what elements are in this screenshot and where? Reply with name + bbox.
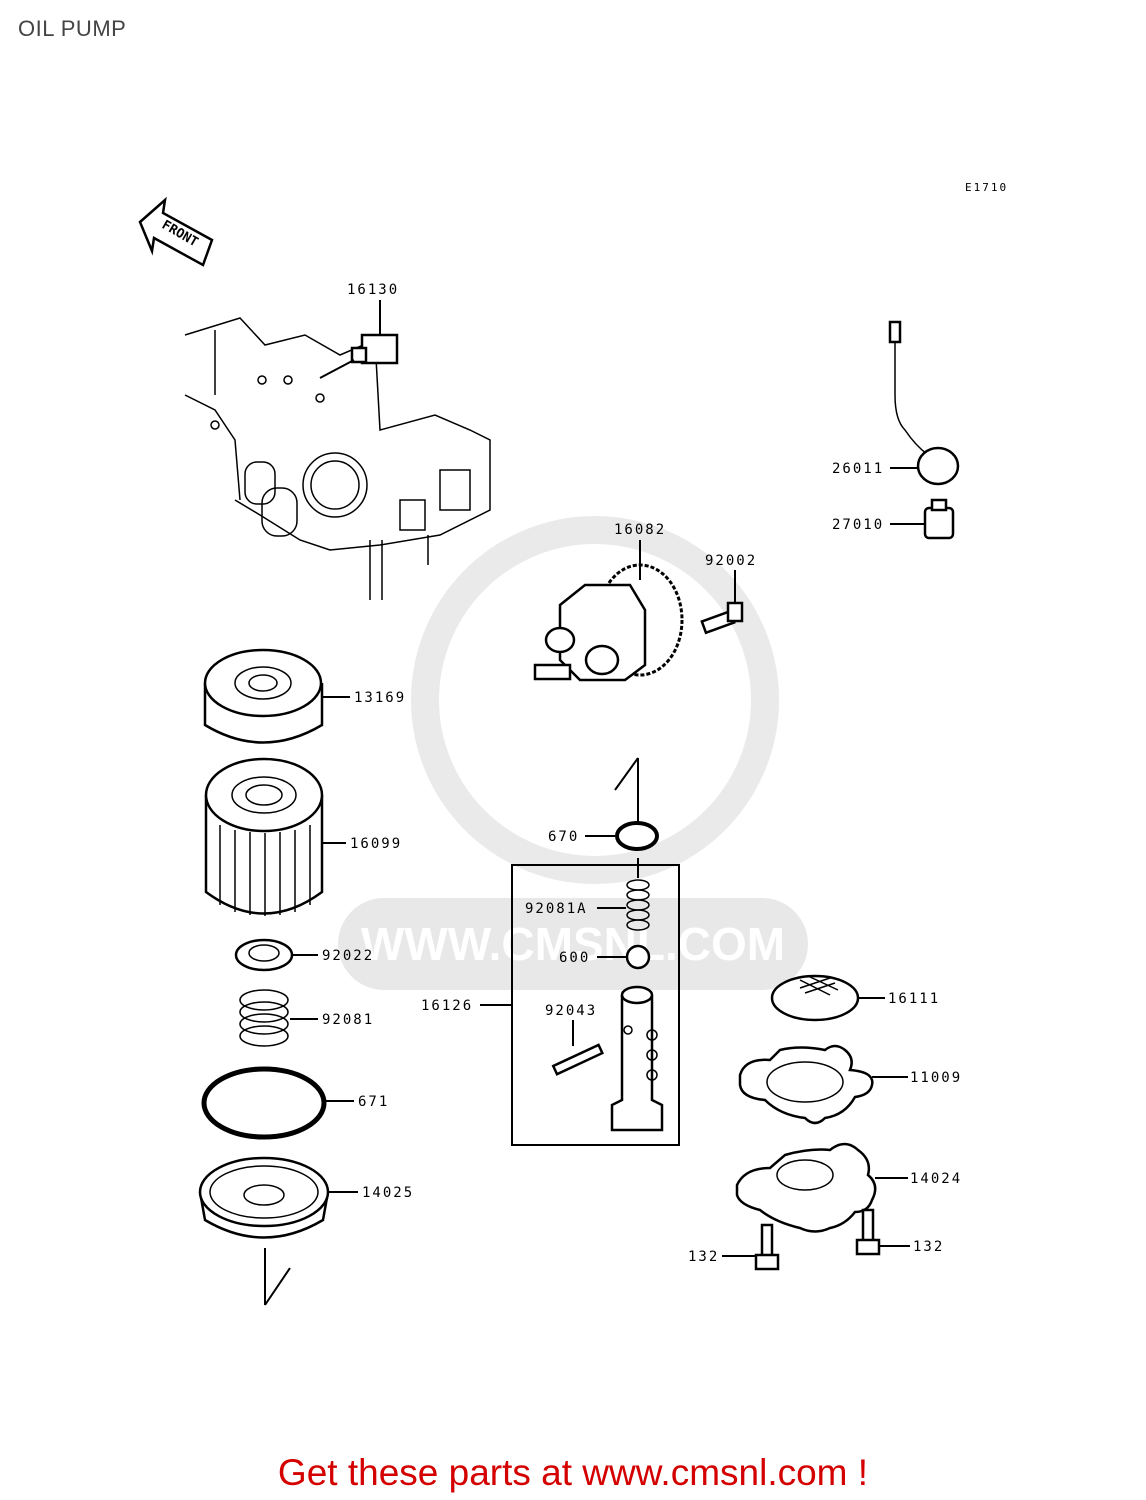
label-14024: 14024 — [910, 1171, 962, 1187]
part-16082[interactable]: 16082 — [533, 522, 684, 682]
label-92081A: 92081A — [525, 901, 588, 917]
part-92002[interactable]: 92002 — [700, 553, 757, 635]
part-92081A[interactable]: 92081A — [525, 858, 650, 931]
watermark-text: WWW.CMSNL.COM — [361, 918, 785, 970]
crankcase-illustration — [184, 317, 491, 600]
footer-parts-link[interactable]: Get these parts at www.cmsnl.com ! — [277, 1452, 869, 1493]
part-132-right[interactable]: 132 — [855, 1208, 944, 1256]
label-16082: 16082 — [614, 522, 666, 538]
parts-diagram: WWW.CMSNL.COM FRONT E1710 16130 — [138, 181, 1008, 1306]
part-16130[interactable]: 16130 — [319, 282, 399, 379]
part-16111[interactable]: 16111 — [770, 974, 940, 1022]
label-600: 600 — [559, 950, 590, 966]
part-26011[interactable]: 26011 — [832, 320, 960, 486]
page-title: OIL PUMP — [18, 16, 127, 41]
label-27010: 27010 — [832, 517, 884, 533]
part-11009[interactable]: 11009 — [738, 1044, 962, 1125]
label-16130: 16130 — [347, 282, 399, 298]
part-671[interactable]: 671 — [201, 1066, 389, 1140]
part-14024[interactable]: 14024 — [735, 1142, 962, 1233]
label-11009: 11009 — [910, 1070, 962, 1086]
part-relief-valve-body — [610, 985, 664, 1132]
label-92002: 92002 — [705, 553, 757, 569]
label-14025: 14025 — [362, 1185, 414, 1201]
watermark-logo: WWW.CMSNL.COM — [338, 516, 808, 990]
front-arrow-icon: FRONT — [138, 196, 214, 267]
label-16111: 16111 — [888, 991, 940, 1007]
part-13169[interactable]: 13169 — [203, 648, 406, 744]
label-16126: 16126 — [421, 998, 473, 1014]
part-92081[interactable]: 92081 — [239, 989, 374, 1047]
label-26011: 26011 — [832, 461, 884, 477]
label-670: 670 — [548, 829, 579, 845]
label-92043: 92043 — [545, 1003, 597, 1019]
part-27010[interactable]: 27010 — [832, 498, 955, 540]
label-16099: 16099 — [350, 836, 402, 852]
part-16126[interactable]: 16126 — [421, 864, 680, 1146]
part-600[interactable]: 600 — [559, 944, 651, 970]
part-92022[interactable]: 92022 — [234, 938, 374, 972]
label-92022: 92022 — [322, 948, 374, 964]
label-13169: 13169 — [354, 690, 406, 706]
label-92081: 92081 — [322, 1012, 374, 1028]
part-132-left[interactable]: 132 — [688, 1223, 780, 1271]
part-92043[interactable]: 92043 — [545, 1003, 605, 1076]
part-16099[interactable]: 16099 — [204, 757, 402, 916]
label-132-left: 132 — [688, 1249, 719, 1265]
part-14025[interactable]: 14025 — [198, 1156, 414, 1306]
label-671: 671 — [358, 1094, 389, 1110]
part-670[interactable]: 670 — [548, 757, 659, 851]
diagram-code: E1710 — [965, 181, 1008, 194]
label-132-right: 132 — [913, 1239, 944, 1255]
